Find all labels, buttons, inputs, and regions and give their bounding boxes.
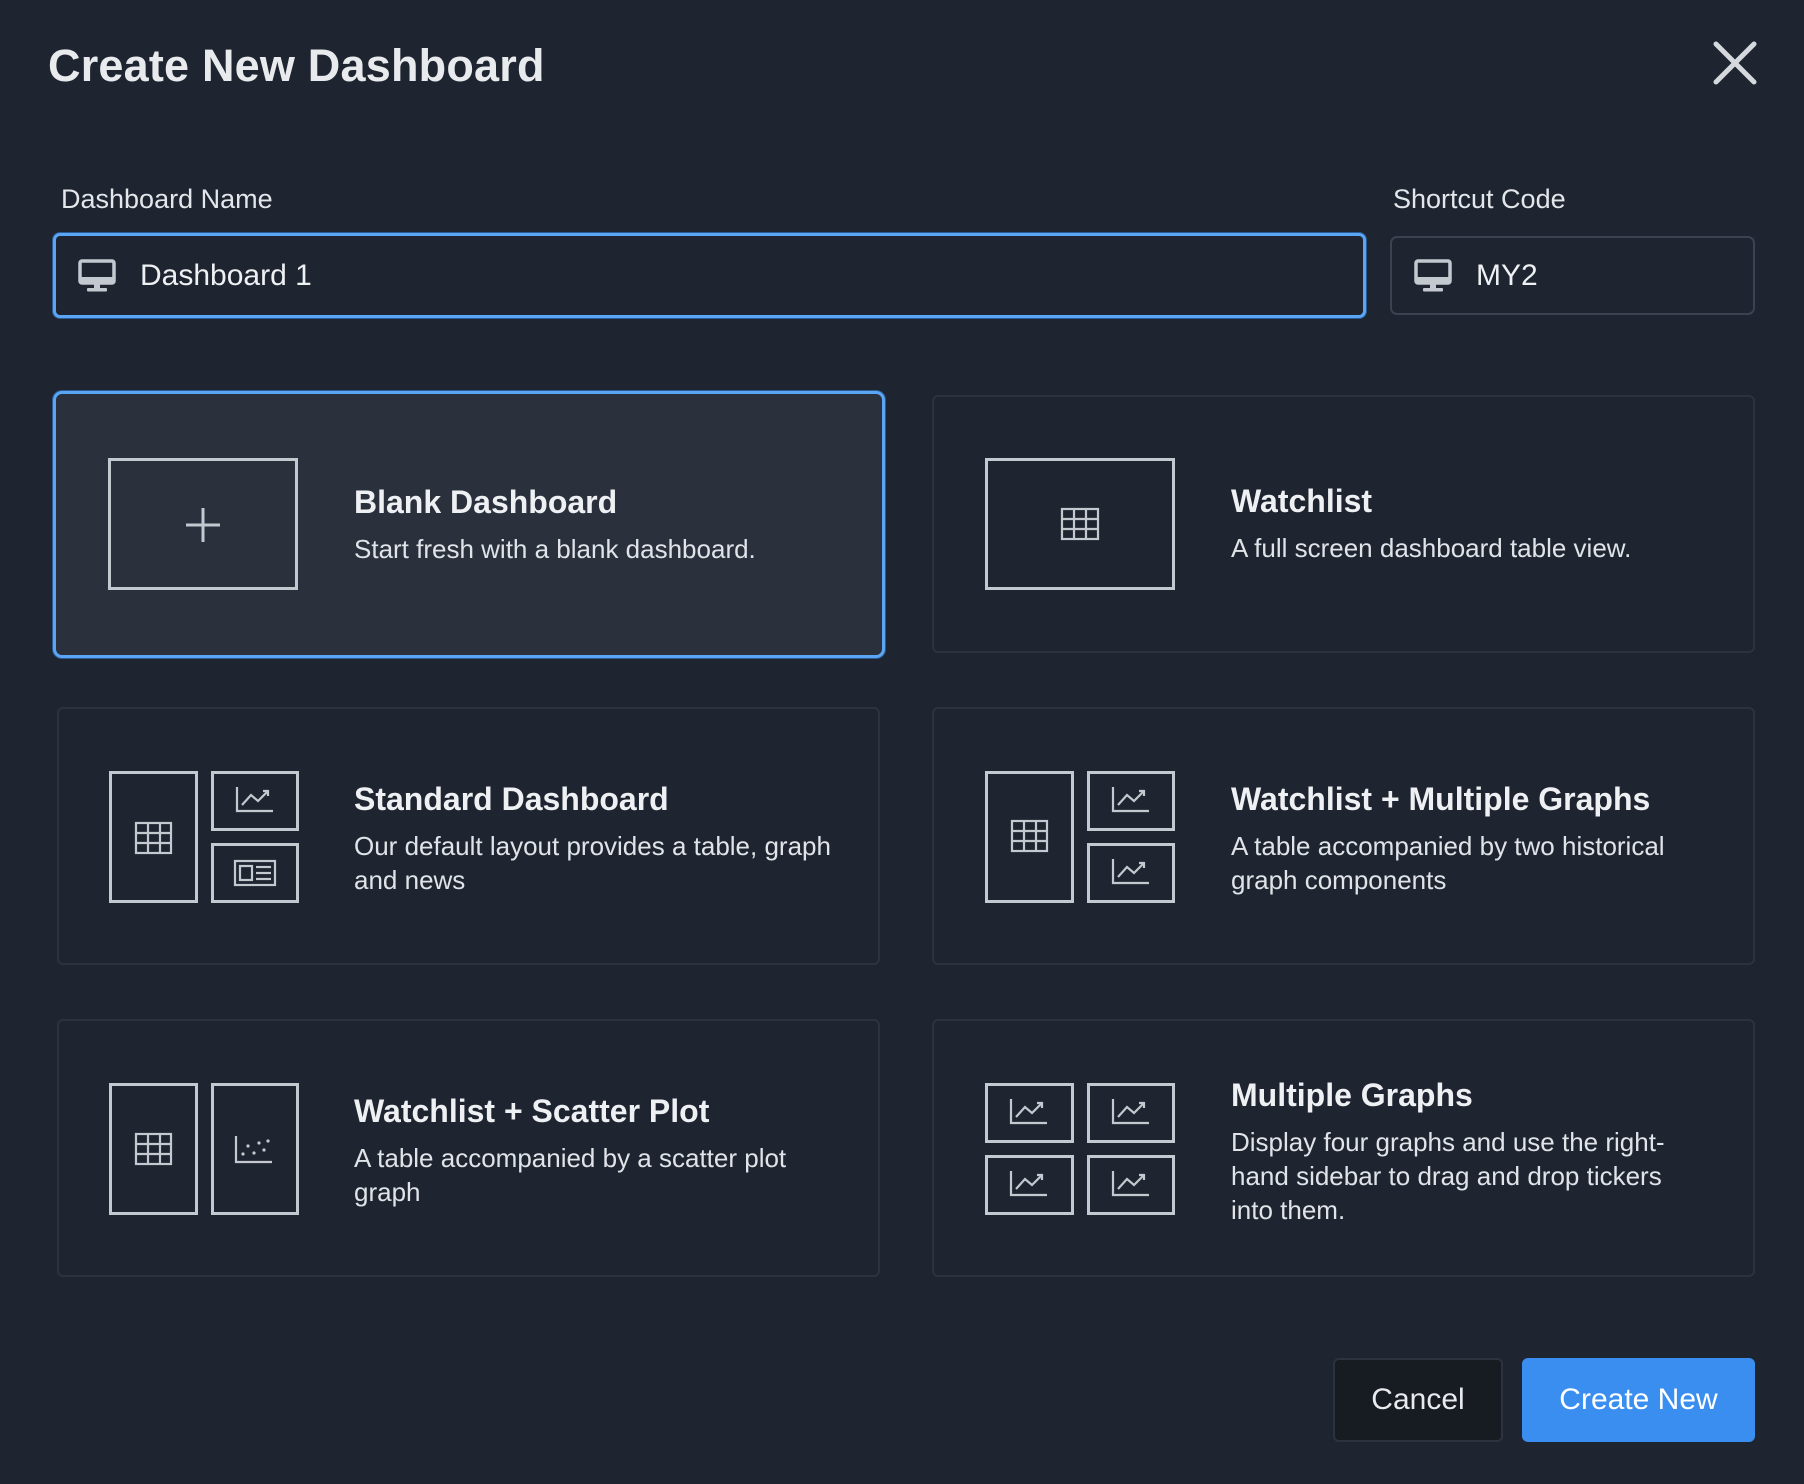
cancel-button[interactable]: Cancel bbox=[1333, 1358, 1503, 1442]
table-icon bbox=[985, 458, 1175, 590]
monitor-icon bbox=[78, 258, 116, 291]
card-description: Display four graphs and use the right-ha… bbox=[1231, 1127, 1665, 1225]
card-title: Multiple Graphs bbox=[1231, 1077, 1473, 1113]
create-new-button[interactable]: Create New bbox=[1522, 1358, 1755, 1442]
card-description: A table accompanied by two historical gr… bbox=[1231, 831, 1665, 895]
card-title: Watchlist + Multiple Graphs bbox=[1231, 781, 1651, 817]
monitor-icon bbox=[1414, 258, 1452, 291]
table-two-graphs-layout-icon bbox=[985, 771, 1175, 903]
dashboard-name-input[interactable] bbox=[140, 258, 1363, 293]
card-title: Watchlist bbox=[1231, 483, 1373, 519]
template-card-blank-dashboard[interactable]: Blank Dashboard Start fresh with a blank… bbox=[53, 391, 885, 658]
close-icon bbox=[1713, 41, 1757, 85]
card-description: Start fresh with a blank dashboard. bbox=[354, 534, 756, 564]
template-card-watchlist-multiple-graphs[interactable]: Watchlist + Multiple Graphs A table acco… bbox=[932, 707, 1755, 965]
card-description: A table accompanied by a scatter plot gr… bbox=[354, 1143, 787, 1207]
template-card-multiple-graphs[interactable]: Multiple Graphs Display four graphs and … bbox=[932, 1019, 1755, 1277]
modal-title: Create New Dashboard bbox=[48, 40, 545, 91]
close-button[interactable] bbox=[1708, 36, 1762, 90]
card-description: Our default layout provides a table, gra… bbox=[354, 831, 831, 895]
shortcut-code-label: Shortcut Code bbox=[1393, 184, 1566, 214]
template-card-watchlist-scatter-plot[interactable]: Watchlist + Scatter Plot A table accompa… bbox=[57, 1019, 880, 1277]
table-graph-news-layout-icon bbox=[109, 771, 299, 903]
card-title: Standard Dashboard bbox=[354, 781, 669, 817]
table-scatter-layout-icon bbox=[109, 1083, 299, 1215]
template-card-watchlist[interactable]: Watchlist A full screen dashboard table … bbox=[932, 395, 1755, 653]
card-title: Blank Dashboard bbox=[354, 484, 618, 520]
card-title: Watchlist + Scatter Plot bbox=[354, 1093, 710, 1129]
shortcut-code-input[interactable] bbox=[1476, 258, 1753, 293]
dashboard-name-label: Dashboard Name bbox=[61, 184, 273, 214]
dashboard-name-field[interactable] bbox=[53, 233, 1366, 318]
plus-icon bbox=[108, 458, 298, 590]
four-graphs-layout-icon bbox=[985, 1083, 1175, 1215]
template-card-standard-dashboard[interactable]: Standard Dashboard Our default layout pr… bbox=[57, 707, 880, 965]
card-description: A full screen dashboard table view. bbox=[1231, 533, 1632, 563]
shortcut-code-field[interactable] bbox=[1390, 236, 1755, 315]
